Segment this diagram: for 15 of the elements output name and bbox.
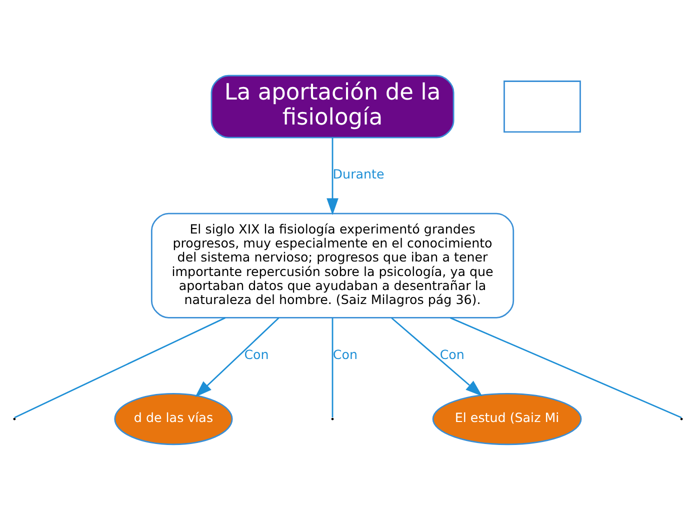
arrow xyxy=(391,318,482,396)
connector xyxy=(14,317,226,418)
edge-label: Con xyxy=(244,346,269,362)
arrow xyxy=(326,138,338,216)
connector xyxy=(450,317,682,418)
arrow xyxy=(195,318,280,398)
node-box xyxy=(504,80,581,133)
node-ellipse: d de las vías xyxy=(114,393,233,446)
edge-label: Con xyxy=(332,346,358,362)
node-box: La aportación de la fisiología xyxy=(210,74,454,138)
node-box: El siglo XIX la fisiología experimentó grandes progresos, muy especialmente en el conocimiento del sistema nervioso; progresos que iban a tener importante repercusión sobre la psicología, ya que aportaban datos que ayudaban a desentrañar la naturaleza del hombre. (Saiz Milagros pág 36). xyxy=(150,212,514,318)
node-ellipse: El estud (Saiz Mi xyxy=(432,393,582,446)
edge-label: Con xyxy=(440,346,464,362)
connector xyxy=(332,318,334,418)
edge-label: Durante xyxy=(332,166,384,182)
